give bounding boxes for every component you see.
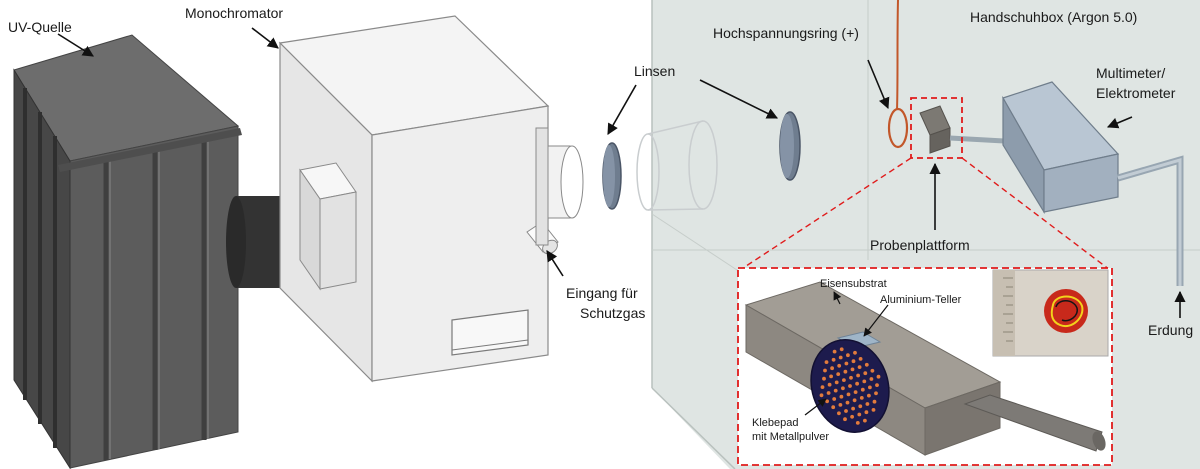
powder-particle xyxy=(824,360,829,364)
glovebox-label: Handschuhbox (Argon 5.0) xyxy=(970,9,1138,25)
iron-substrate-label: Eisensubstrat xyxy=(820,278,887,290)
powder-particle xyxy=(865,402,870,406)
powder-particle xyxy=(843,417,847,422)
powder-particle xyxy=(826,391,831,395)
powder-particle xyxy=(863,418,867,423)
powder-particle xyxy=(852,398,857,403)
powder-particle xyxy=(851,406,855,411)
powder-particle xyxy=(843,369,848,374)
adhesive-pad-label-line1: Klebepad xyxy=(752,417,799,429)
powder-particle xyxy=(858,404,863,409)
gas-inlet-label-line1: Eingang für xyxy=(566,285,638,301)
powder-particle xyxy=(869,377,874,381)
powder-particle xyxy=(870,368,875,373)
powder-particle xyxy=(875,383,879,387)
powder-particle xyxy=(858,357,863,361)
multimeter xyxy=(1002,81,1184,286)
powder-particle xyxy=(872,399,877,404)
powder-particle xyxy=(853,390,858,394)
powder-particle xyxy=(837,363,842,368)
powder-particle xyxy=(850,367,855,372)
powder-particle xyxy=(864,362,869,367)
sample-platform xyxy=(919,105,1005,154)
powder-particle xyxy=(857,365,862,369)
powder-particle xyxy=(850,414,854,419)
powder-particle xyxy=(841,386,845,391)
powder-particle xyxy=(836,372,841,376)
powder-particle xyxy=(845,400,850,405)
powder-particle xyxy=(863,371,868,376)
powder-particle xyxy=(844,361,849,366)
sample-photo xyxy=(992,269,1109,357)
sample-platform-label: Probenplattform xyxy=(870,237,970,253)
powder-particle xyxy=(838,355,843,360)
lenses-label: Linsen xyxy=(634,63,676,79)
powder-particle xyxy=(829,374,833,379)
powder-particle xyxy=(860,387,865,392)
powder-particle xyxy=(831,405,836,410)
aluminum-plate-label: Aluminium-Teller xyxy=(880,294,962,306)
powder-particle xyxy=(851,359,856,364)
powder-particle xyxy=(871,408,876,412)
multimeter-label-line2: Elektrometer xyxy=(1096,85,1176,101)
powder-particle xyxy=(849,375,853,380)
powder-particle xyxy=(862,379,867,384)
powder-particle xyxy=(868,385,872,390)
uv-source-label: UV-Quelle xyxy=(8,19,72,35)
uv-source xyxy=(13,34,242,469)
powder-particle xyxy=(831,357,836,362)
annotation-arrows xyxy=(57,27,1186,416)
powder-particle xyxy=(855,421,860,425)
powder-particle xyxy=(838,403,843,407)
glass-tube xyxy=(636,120,718,211)
powder-particle xyxy=(844,409,848,413)
powder-particle xyxy=(855,381,859,386)
powder-particle xyxy=(857,412,862,417)
powder-particle xyxy=(827,382,832,387)
powder-particle xyxy=(833,388,838,393)
adhesive-pad-label-line2: mit Metallpulver xyxy=(752,431,830,443)
powder-particle xyxy=(859,396,864,400)
monochromator-label: Monochromator xyxy=(185,5,284,21)
monochromator xyxy=(278,15,584,383)
multimeter-label-line1: Multimeter/ xyxy=(1096,65,1166,81)
powder-particle xyxy=(839,394,844,399)
powder-particle xyxy=(864,410,869,415)
powder-particle xyxy=(876,374,881,379)
powder-particle xyxy=(846,392,851,397)
powder-particle xyxy=(819,393,824,398)
powder-particle xyxy=(867,393,871,398)
powder-particle xyxy=(846,353,850,358)
powder-particle xyxy=(823,368,827,373)
powder-particle xyxy=(834,380,839,385)
lens-2 xyxy=(779,111,801,181)
powder-particle xyxy=(839,347,844,352)
powder-particle xyxy=(832,397,837,401)
ground-label: Erdung xyxy=(1148,322,1194,338)
powder-particle xyxy=(848,384,852,388)
powder-particle xyxy=(832,349,837,354)
powder-particle xyxy=(820,385,825,389)
lens-1 xyxy=(602,142,622,210)
high-voltage-ring-label: Hochspannungsring (+) xyxy=(713,25,859,41)
powder-particle xyxy=(825,399,829,404)
powder-particle xyxy=(837,411,841,416)
high-voltage-ring xyxy=(887,0,909,149)
powder-particle xyxy=(856,373,860,378)
powder-particle xyxy=(830,366,834,371)
powder-particle xyxy=(874,391,878,396)
powder-particle xyxy=(822,376,826,381)
gas-inlet-label-line2: Schutzgas xyxy=(580,305,646,321)
powder-particle xyxy=(853,350,857,355)
sample-platform-highlight xyxy=(910,97,963,159)
powder-particle xyxy=(842,378,846,382)
